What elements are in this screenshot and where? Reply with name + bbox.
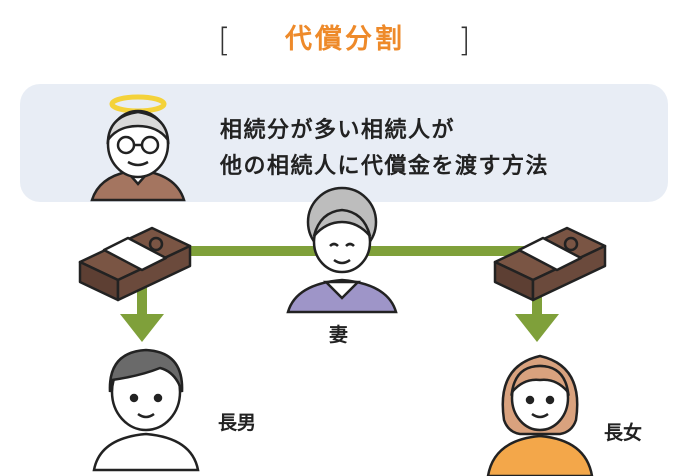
money-bundle-icon-right <box>493 226 607 302</box>
description-line-2: 他の相続人に代償金を渡す方法 <box>220 154 550 179</box>
diagram-title: [ 代償分割 ] <box>0 18 690 62</box>
wife-icon <box>286 186 398 314</box>
eldest-son-icon <box>92 348 200 472</box>
description-line-1: 相続分が多い相続人が <box>220 118 456 143</box>
title-text: 代償分割 <box>285 24 405 55</box>
money-bundle-icon-left <box>78 226 192 302</box>
eldest-daughter-icon <box>486 354 594 476</box>
label-eldest-son: 長男 <box>218 412 257 434</box>
label-wife: 妻 <box>329 324 349 346</box>
description-banner: 相続分が多い相続人が 他の相続人に代償金を渡す方法 <box>20 84 668 202</box>
deceased-grandfather-icon <box>90 94 186 202</box>
title-open-bracket: [ <box>218 21 231 59</box>
label-eldest-daughter: 長女 <box>604 422 643 444</box>
title-close-bracket: ] <box>458 21 471 59</box>
